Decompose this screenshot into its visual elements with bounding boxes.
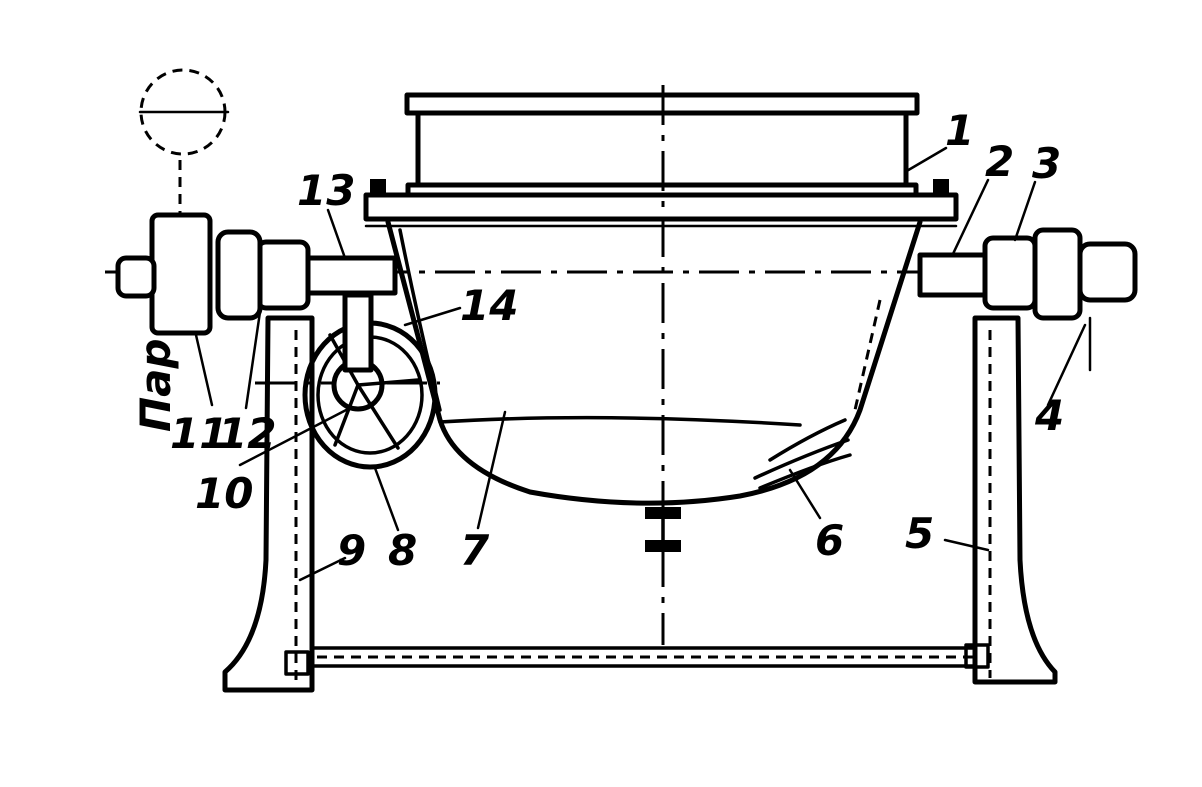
- left-stand: [222, 315, 315, 693]
- steam-valve: [115, 68, 230, 336]
- label-7: 7: [460, 526, 490, 575]
- handwheel: [302, 292, 438, 470]
- label-6: 6: [815, 516, 844, 565]
- leader-lines: [194, 146, 1087, 582]
- right-stand: [964, 315, 1058, 685]
- label-4: 4: [1034, 391, 1064, 440]
- base-tie-bar: [298, 646, 987, 668]
- label-13: 13: [297, 166, 355, 215]
- label-9: 9: [337, 526, 366, 575]
- label-2: 2: [985, 137, 1014, 186]
- label-10: 10: [195, 469, 253, 518]
- label-5: 5: [905, 509, 934, 558]
- label-12: 12: [218, 409, 276, 458]
- label-11: 11: [170, 409, 228, 458]
- kettle-flange: [363, 179, 959, 228]
- label-8: 8: [388, 526, 417, 575]
- right-trunnion: [917, 227, 1138, 372]
- label-steam: Пар: [131, 338, 180, 432]
- steam-jacket: [385, 219, 923, 506]
- label-14: 14: [460, 281, 518, 330]
- inner-bowl: [398, 228, 882, 490]
- label-3: 3: [1032, 139, 1061, 188]
- label-1: 1: [945, 106, 974, 155]
